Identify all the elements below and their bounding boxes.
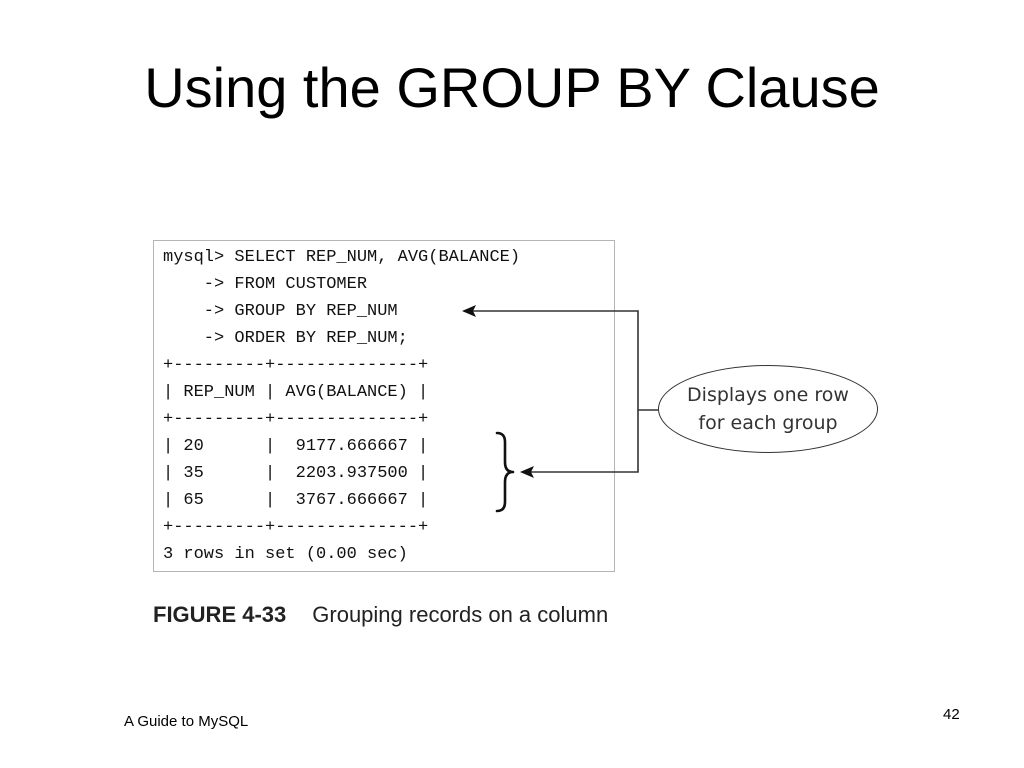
terminal-line-table-row: | 35 | 2203.937500 | xyxy=(163,464,429,483)
figure-caption: FIGURE 4-33 Grouping records on a column xyxy=(153,600,608,630)
curly-brace-icon xyxy=(495,431,515,513)
callout-bubble: Displays one row for each group xyxy=(658,365,878,453)
terminal-line-table-border: +---------+--------------+ xyxy=(163,518,429,537)
figure-caption-text: Grouping records on a column xyxy=(312,602,609,627)
terminal-line-row-count: 3 rows in set (0.00 sec) xyxy=(163,545,408,564)
terminal-lines: mysql> SELECT REP_NUM, AVG(BALANCE) -> F… xyxy=(163,244,520,568)
terminal-line-table-border: +---------+--------------+ xyxy=(163,410,429,429)
terminal-line-query-from: -> FROM CUSTOMER xyxy=(163,275,368,294)
footer-source: A Guide to MySQL xyxy=(124,713,249,730)
terminal-line-query-select: mysql> SELECT REP_NUM, AVG(BALANCE) xyxy=(163,248,521,267)
terminal-line-table-row: | 20 | 9177.666667 | xyxy=(163,437,429,456)
terminal-line-table-header: | REP_NUM | AVG(BALANCE) | xyxy=(163,383,429,402)
terminal-line-query-group-by: -> GROUP BY REP_NUM xyxy=(163,302,398,321)
terminal-line-table-border: +---------+--------------+ xyxy=(163,356,429,375)
page-number: 42 xyxy=(943,706,960,723)
mysql-terminal-output: mysql> SELECT REP_NUM, AVG(BALANCE) -> F… xyxy=(153,240,615,572)
terminal-line-query-order-by: -> ORDER BY REP_NUM; xyxy=(163,329,408,348)
callout-text-line: Displays one row xyxy=(687,384,849,406)
callout-text-line: for each group xyxy=(698,412,838,434)
slide-title: Using the GROUP BY Clause xyxy=(144,56,880,119)
figure-label: FIGURE 4-33 xyxy=(153,602,287,627)
terminal-line-table-row: | 65 | 3767.666667 | xyxy=(163,491,429,510)
